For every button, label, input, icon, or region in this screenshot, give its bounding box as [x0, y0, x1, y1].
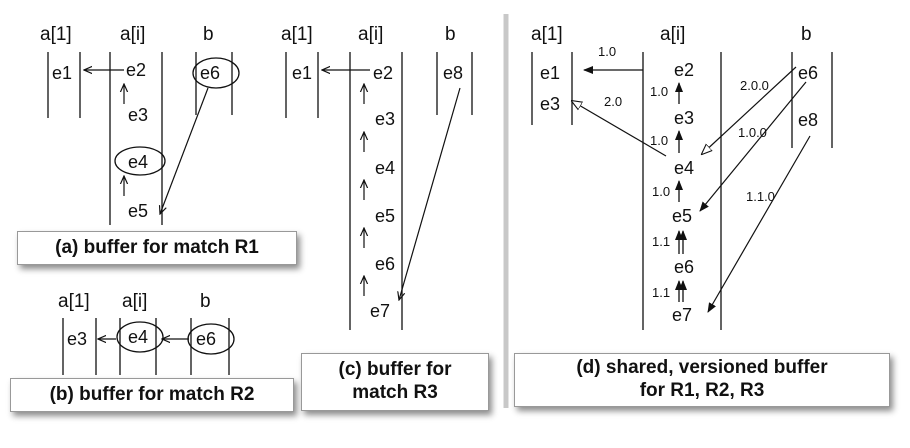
event-e1: e1	[52, 63, 72, 83]
highlight-e6	[192, 57, 240, 89]
header-b-b: b	[200, 291, 211, 312]
column-b-ai	[119, 318, 157, 375]
event-e2: e2	[126, 60, 146, 80]
event-d-e8: e8	[798, 110, 818, 130]
pointer-d-e8-e7	[707, 135, 811, 313]
event-b-e6: e6	[196, 329, 216, 349]
highlight-e4	[114, 146, 166, 176]
event-e5: e5	[128, 201, 148, 221]
column-a1	[47, 52, 81, 118]
header-c-a1: a[1]	[281, 24, 313, 45]
event-d-e6-b: e6	[798, 63, 818, 83]
pointer-d-e6b-e4	[702, 66, 797, 154]
column-c-ai	[349, 52, 403, 330]
version-e4-e3-ai: 1.0	[650, 133, 668, 148]
event-e4: e4	[128, 152, 148, 172]
version-e2-e1: 1.0	[598, 44, 616, 59]
header-d-b: b	[801, 24, 812, 45]
pointer-e6-e5	[160, 87, 209, 214]
column-ai	[109, 52, 163, 225]
column-d-ai	[642, 52, 722, 330]
event-d-e7: e7	[672, 305, 692, 325]
caption-d: (d) shared, versioned buffer for R1, R2,…	[514, 353, 890, 407]
caption-c-line1: (c) buffer for	[338, 359, 452, 381]
event-c-e8: e8	[443, 63, 463, 83]
panel-a: a[1] a[i] b e1 e2 e3 e4 e5 e6	[40, 24, 240, 225]
event-c-e1: e1	[292, 63, 312, 83]
column-c-b	[436, 52, 473, 115]
caption-b: (b) buffer for match R2	[10, 378, 294, 412]
event-d-e3: e3	[674, 108, 694, 128]
event-c-e2: e2	[373, 63, 393, 83]
event-e3: e3	[128, 105, 148, 125]
event-d-e4: e4	[674, 158, 694, 178]
caption-c: (c) buffer for match R3	[301, 353, 489, 411]
caption-d-line2: for R1, R2, R3	[639, 380, 765, 401]
header-c-ai: a[i]	[358, 24, 383, 45]
event-e6: e6	[200, 63, 220, 83]
version-e6b-e5: 1.0.0	[738, 125, 767, 140]
event-b-e4: e4	[128, 327, 148, 347]
caption-c-line2: match R3	[352, 382, 438, 403]
version-e6b-e4: 2.0.0	[740, 78, 769, 93]
panel-d: a[1] a[i] b e1 e3 e2 e3 e4 e5 e6 e7 e6 e…	[531, 24, 833, 330]
header-b-a1: a[1]	[58, 291, 90, 312]
pointer-c-e8-e7	[399, 87, 461, 300]
pointer-d-e4-e3	[572, 101, 667, 157]
column-c-a1	[285, 52, 319, 118]
event-d-e5: e5	[672, 206, 692, 226]
version-e8-e7: 1.1.0	[746, 189, 775, 204]
panel-c: a[1] a[i] b e1 e2 e3 e4 e5 e6 e7 e8	[281, 24, 473, 330]
header-c-b: b	[445, 24, 456, 45]
header-a1: a[1]	[40, 24, 72, 45]
pointer-d-e6b-e5	[699, 81, 807, 212]
header-b-ai: a[i]	[122, 291, 147, 312]
panel-b: a[1] a[i] b e3 e4 e6	[58, 291, 235, 375]
version-e3-e2: 1.0	[650, 84, 668, 99]
event-c-e7: e7	[370, 301, 390, 321]
version-e4-e3: 2.0	[604, 94, 622, 109]
event-c-e4: e4	[375, 158, 395, 178]
event-c-e5: e5	[375, 206, 395, 226]
version-e6-e5: 1.1	[652, 234, 670, 249]
header-ai: a[i]	[120, 24, 145, 45]
column-d-b	[791, 52, 833, 148]
event-d-e1: e1	[540, 63, 560, 83]
version-e5-e4: 1.0	[652, 184, 670, 199]
event-b-e3: e3	[67, 329, 87, 349]
event-c-e6: e6	[375, 254, 395, 274]
caption-a: (a) buffer for match R1	[17, 231, 297, 265]
version-e7-e6: 1.1	[652, 285, 670, 300]
caption-d-line1: (d) shared, versioned buffer	[576, 357, 828, 379]
column-d-a1	[531, 52, 573, 125]
event-c-e3: e3	[375, 109, 395, 129]
header-d-ai: a[i]	[660, 24, 685, 45]
event-d-e3-a1: e3	[540, 94, 560, 114]
event-d-e6: e6	[674, 257, 694, 277]
header-d-a1: a[1]	[531, 24, 563, 45]
event-d-e2: e2	[674, 60, 694, 80]
column-b-a1	[62, 318, 97, 375]
header-b: b	[203, 24, 214, 45]
